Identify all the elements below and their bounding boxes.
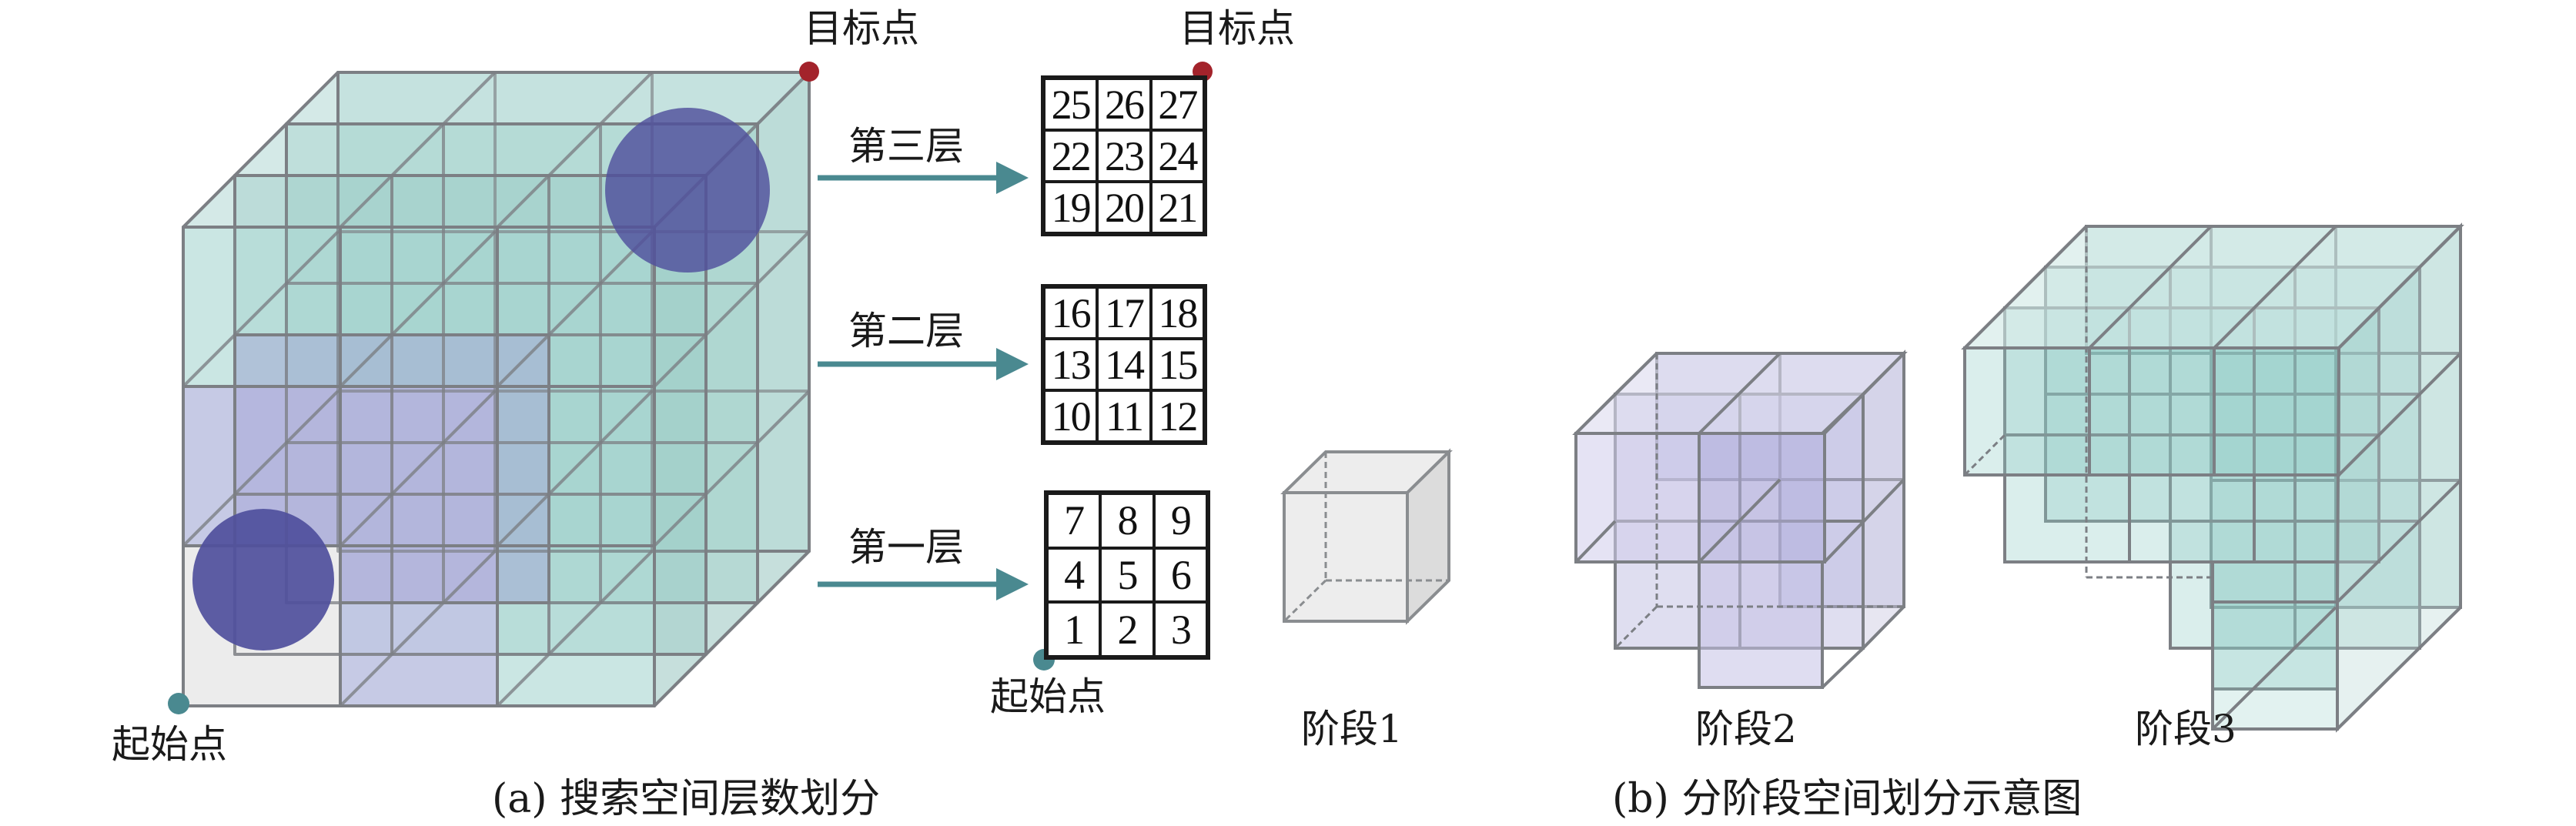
layer-1-grid: 7 8 9 4 5 6 1 2 3 xyxy=(1044,490,1210,660)
grid-cell: 16 xyxy=(1044,287,1098,339)
grid-cell: 1 xyxy=(1047,602,1101,657)
target-point-label-cube: 目标点 xyxy=(804,6,919,51)
grid-cell: 25 xyxy=(1044,79,1098,130)
grid-cell: 24 xyxy=(1150,130,1204,182)
layer-1-label: 第一层 xyxy=(848,525,964,570)
grid-cell: 8 xyxy=(1100,493,1154,548)
target-point-cube xyxy=(799,62,819,82)
grid-cell: 5 xyxy=(1100,547,1154,603)
grid-cell: 26 xyxy=(1097,79,1151,130)
stage-2-label: 阶段2 xyxy=(1695,707,1797,751)
grid-cell: 15 xyxy=(1150,339,1204,390)
stage2-cubes xyxy=(1572,349,1908,689)
stage-1-label: 阶段1 xyxy=(1301,707,1403,751)
grid-cell: 20 xyxy=(1097,182,1151,233)
grid-cell: 18 xyxy=(1150,287,1204,339)
start-sphere xyxy=(192,509,334,650)
start-point-label-grid: 起始点 xyxy=(990,674,1106,719)
start-point-cube xyxy=(168,693,189,714)
grid-cell: 14 xyxy=(1097,339,1151,390)
grid-cell: 3 xyxy=(1153,602,1207,657)
grid-cell: 21 xyxy=(1150,182,1204,233)
grid-cell: 13 xyxy=(1044,339,1098,390)
grid-cell: 6 xyxy=(1153,547,1207,603)
stage-3-label: 阶段3 xyxy=(2135,707,2236,751)
stage3-cubes xyxy=(1961,222,2464,733)
grid-cell: 10 xyxy=(1044,390,1098,442)
grid-cell: 17 xyxy=(1097,287,1151,339)
stage1-cube xyxy=(1280,448,1453,625)
layer-2-grid: 16 17 18 13 14 15 10 11 12 xyxy=(1041,284,1207,445)
caption-b: (b) 分阶段空间划分示意图 xyxy=(1612,776,2083,822)
grid-cell: 9 xyxy=(1153,493,1207,548)
grid-cell: 22 xyxy=(1044,130,1098,182)
grid-cell: 19 xyxy=(1044,182,1098,233)
grid-cell: 11 xyxy=(1097,390,1151,442)
layer-arrows xyxy=(818,162,1029,600)
target-sphere xyxy=(605,108,770,273)
grid-cell: 12 xyxy=(1150,390,1204,442)
layer-2-label: 第二层 xyxy=(848,309,964,353)
layer-3-label: 第三层 xyxy=(848,124,964,169)
grid-cell: 4 xyxy=(1047,547,1101,603)
layer-3-grid: 25 26 27 22 23 24 19 20 21 xyxy=(1041,75,1207,236)
grid-cell: 2 xyxy=(1100,602,1154,657)
caption-a: (a) 搜索空间层数划分 xyxy=(492,776,881,822)
grid-cell: 27 xyxy=(1150,79,1204,130)
grid-cell: 7 xyxy=(1047,493,1101,548)
grid-cell: 23 xyxy=(1097,130,1151,182)
search-space-cube xyxy=(182,71,811,707)
target-point-label-grid: 目标点 xyxy=(1179,6,1295,51)
start-point-label-cube: 起始点 xyxy=(112,722,227,767)
